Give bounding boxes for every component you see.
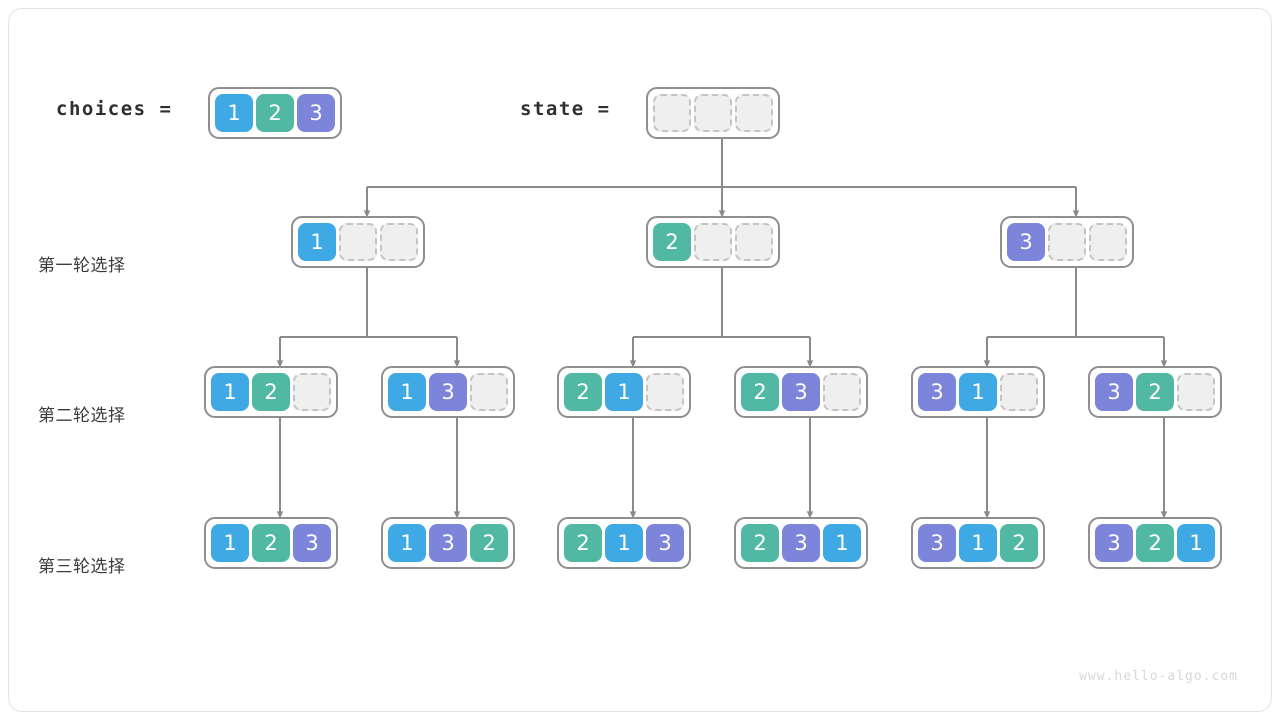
- array-cell-empty: [293, 373, 331, 411]
- state-array: [646, 87, 780, 139]
- array-cell-value: 2: [252, 524, 290, 562]
- array-cell-value: 1: [605, 524, 643, 562]
- array-cell-empty: [694, 223, 732, 261]
- array-cell-value: 1: [211, 373, 249, 411]
- array-cell-value: 2: [564, 373, 602, 411]
- array-cell-value: 3: [1007, 223, 1045, 261]
- array-cell-value: 2: [470, 524, 508, 562]
- array-cell-value: 1: [605, 373, 643, 411]
- diagram-frame: [8, 8, 1272, 712]
- array-cell-value: 3: [297, 94, 335, 132]
- array-cell-value: 2: [1000, 524, 1038, 562]
- array-cell-empty: [646, 373, 684, 411]
- array-cell-empty: [1000, 373, 1038, 411]
- array-cell-value: 3: [782, 524, 820, 562]
- choices-label: choices =: [56, 98, 173, 120]
- array-cell-value: 3: [918, 373, 956, 411]
- array-cell-value: 1: [1177, 524, 1215, 562]
- array-cell-value: 2: [564, 524, 602, 562]
- array-cell-value: 1: [215, 94, 253, 132]
- array-cell-value: 3: [1095, 373, 1133, 411]
- row-label-round-1: 第一轮选择: [38, 256, 126, 276]
- array-cell-value: 1: [959, 524, 997, 562]
- array-cell-value: 2: [1136, 524, 1174, 562]
- array-cell-empty: [823, 373, 861, 411]
- array-cell-empty: [339, 223, 377, 261]
- tree-node-level1-1: 1: [291, 216, 425, 268]
- array-cell-empty: [735, 223, 773, 261]
- state-label: state =: [520, 98, 611, 120]
- array-cell-value: 2: [256, 94, 294, 132]
- tree-node-level1-3: 3: [1000, 216, 1134, 268]
- array-cell-empty: [653, 94, 691, 132]
- row-label-round-3: 第三轮选择: [38, 557, 126, 577]
- array-cell-value: 3: [646, 524, 684, 562]
- array-cell-empty: [1177, 373, 1215, 411]
- array-cell-value: 3: [1095, 524, 1133, 562]
- array-cell-value: 2: [653, 223, 691, 261]
- array-cell-value: 2: [741, 524, 779, 562]
- array-cell-value: 3: [293, 524, 331, 562]
- array-cell-value: 2: [1136, 373, 1174, 411]
- array-cell-value: 1: [211, 524, 249, 562]
- array-cell-value: 1: [959, 373, 997, 411]
- array-cell-value: 3: [429, 524, 467, 562]
- array-cell-value: 3: [429, 373, 467, 411]
- array-cell-value: 1: [388, 524, 426, 562]
- array-cell-empty: [1089, 223, 1127, 261]
- row-label-round-2: 第二轮选择: [38, 406, 126, 426]
- array-cell-empty: [380, 223, 418, 261]
- array-cell-empty: [694, 94, 732, 132]
- array-cell-value: 3: [782, 373, 820, 411]
- array-cell-value: 1: [298, 223, 336, 261]
- array-cell-value: 1: [388, 373, 426, 411]
- tree-node-level1-2: 2: [646, 216, 780, 268]
- array-cell-value: 1: [823, 524, 861, 562]
- array-cell-empty: [470, 373, 508, 411]
- array-cell-value: 2: [252, 373, 290, 411]
- array-cell-value: 2: [741, 373, 779, 411]
- array-cell-value: 3: [918, 524, 956, 562]
- array-cell-empty: [735, 94, 773, 132]
- watermark: www.hello-algo.com: [1079, 669, 1238, 684]
- array-cell-empty: [1048, 223, 1086, 261]
